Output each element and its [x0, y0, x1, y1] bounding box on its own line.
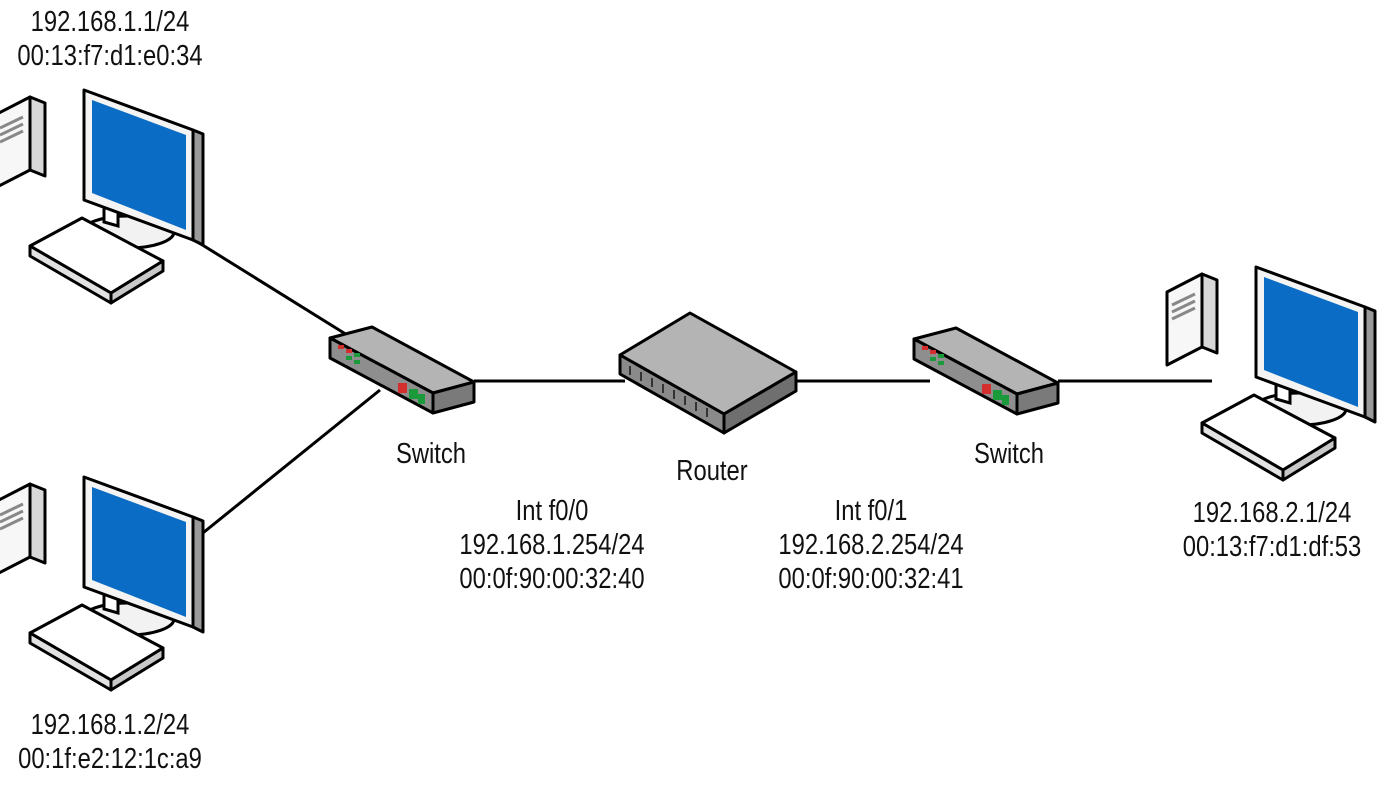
interface-f0-0-mac: 00:0f:90:00:32:40: [459, 563, 645, 595]
switch-icon-2: [912, 326, 1060, 416]
switch-icon-1: [328, 325, 476, 415]
host-3-ip: 192.168.2.1/24: [1192, 497, 1352, 529]
host-1-label: 192.168.1.1/24 00:13:f7:d1:e0:34: [8, 5, 213, 73]
host-1-mac: 00:13:f7:d1:e0:34: [17, 40, 203, 72]
interface-f0-0-ip: 192.168.1.254/24: [459, 529, 645, 561]
computer-icon-1: [0, 88, 205, 305]
switch-1-label: Switch: [365, 437, 496, 471]
router-icon: [618, 311, 798, 435]
router-label: Router: [646, 454, 777, 488]
cable-pc2-switch1: [187, 388, 381, 547]
host-1-ip: 192.168.1.1/24: [30, 6, 190, 38]
host-3-label: 192.168.2.1/24 00:13:f7:d1:df:53: [1170, 496, 1375, 564]
interface-f0-0-label: Int f0/0 192.168.1.254/24 00:0f:90:00:32…: [437, 494, 667, 596]
cable-pc1-switch1: [187, 234, 353, 340]
interface-f0-1-name: Int f0/1: [834, 495, 908, 527]
host-2-label: 192.168.1.2/24 00:1f:e2:12:1c:a9: [8, 708, 213, 776]
interface-f0-1-mac: 00:0f:90:00:32:41: [778, 563, 964, 595]
switch-1-name: Switch: [395, 438, 467, 470]
cables: [187, 234, 1212, 547]
host-3-mac: 00:13:f7:d1:df:53: [1182, 531, 1362, 563]
computer-icon-2: [0, 475, 205, 692]
host-2-ip: 192.168.1.2/24: [30, 709, 190, 741]
switch-2-name: Switch: [973, 438, 1045, 470]
switch-2-label: Switch: [943, 437, 1074, 471]
interface-f0-0-name: Int f0/0: [515, 495, 589, 527]
router-name: Router: [676, 455, 748, 487]
computer-icon-3: [1165, 265, 1377, 482]
interface-f0-1-ip: 192.168.2.254/24: [778, 529, 964, 561]
host-2-mac: 00:1f:e2:12:1c:a9: [18, 743, 202, 775]
interface-f0-1-label: Int f0/1 192.168.2.254/24 00:0f:90:00:32…: [756, 494, 986, 596]
